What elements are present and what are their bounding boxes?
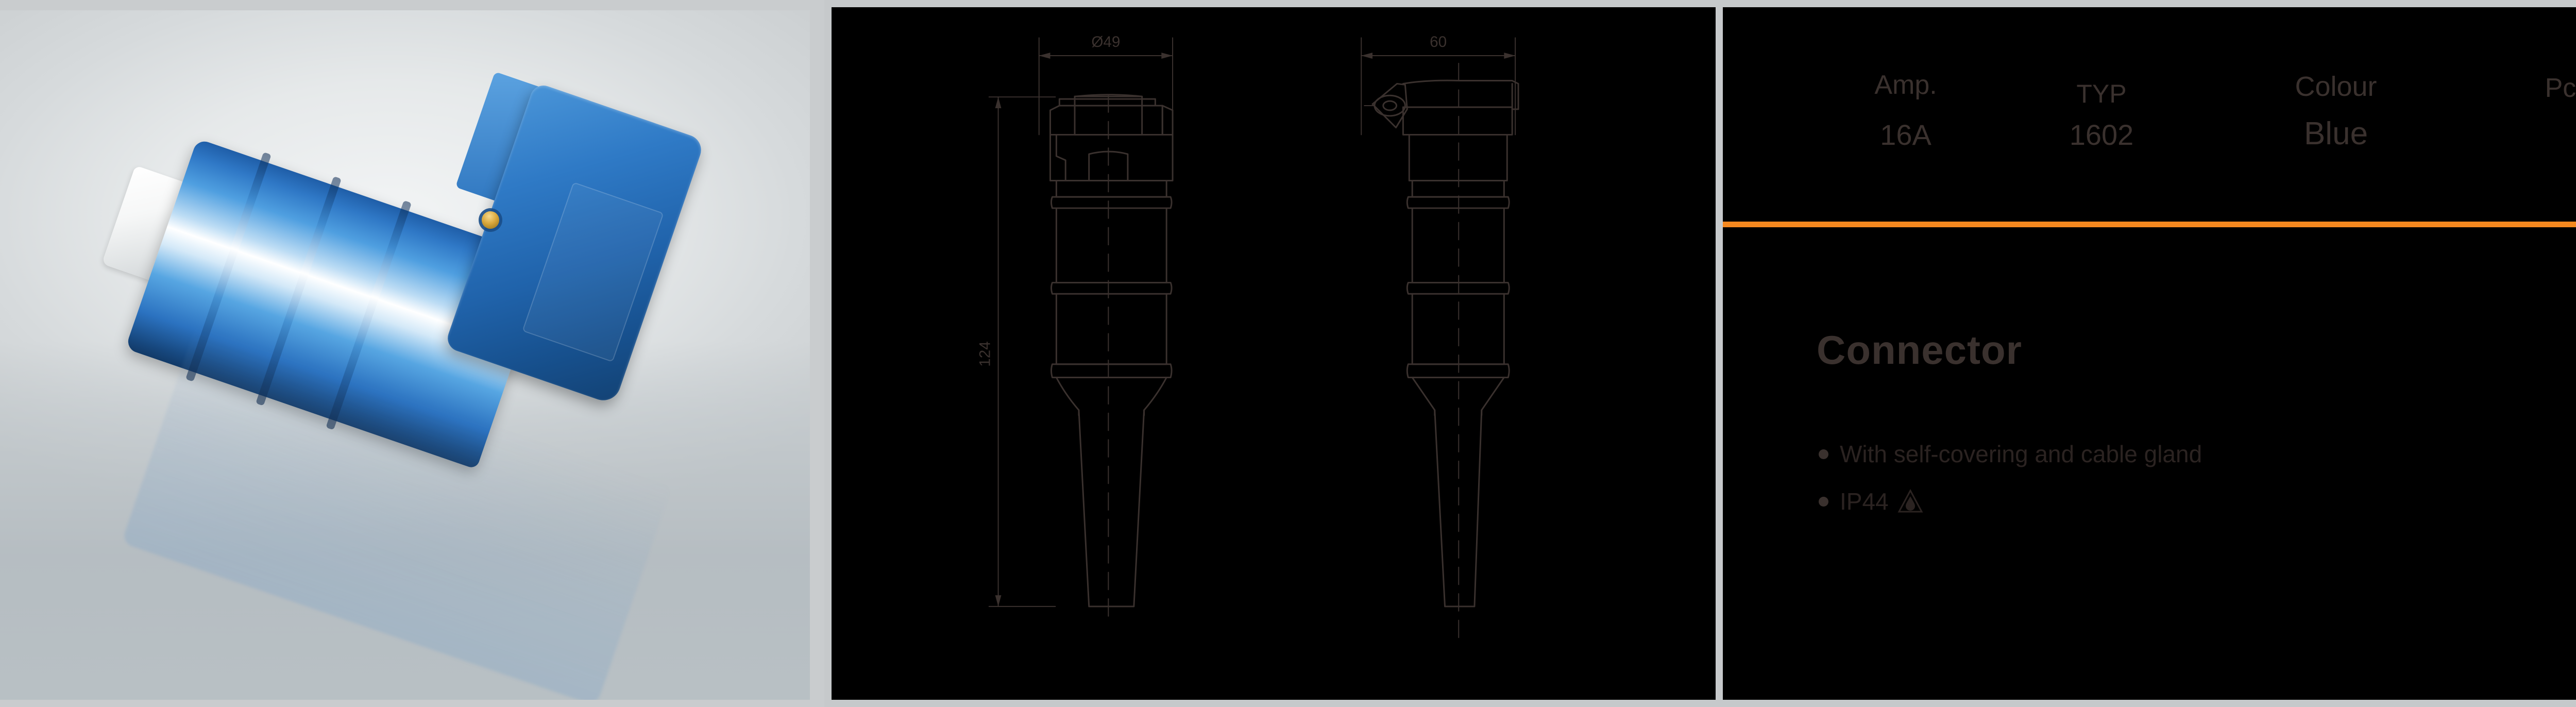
feature-text: With self-covering and cable gland bbox=[1840, 441, 2202, 467]
product-title: Connector bbox=[1817, 327, 2022, 373]
cell-pcs-package: 10 bbox=[2460, 120, 2576, 150]
side-view-drawing: 60 bbox=[1361, 33, 1519, 641]
product-photo-stage bbox=[0, 10, 810, 700]
width-dimension-label: 60 bbox=[1430, 33, 1447, 50]
height-dimension-label: 124 bbox=[977, 341, 994, 367]
diameter-dimension-label: Ø49 bbox=[1091, 33, 1120, 50]
accent-divider-line bbox=[1723, 222, 2576, 227]
column-header-typ: TYP bbox=[2076, 79, 2127, 109]
specification-panel: Amp. TYP Colour Pcs/packge Weight(g/pcs)… bbox=[1716, 0, 2576, 707]
cell-typ: 1602 bbox=[2069, 118, 2134, 151]
column-header-amp: Amp. bbox=[1874, 70, 1937, 100]
front-view-drawing: Ø49 124 bbox=[977, 33, 1174, 625]
feature-list-item: With self-covering and cable gland bbox=[1819, 440, 2202, 468]
product-photo-panel bbox=[0, 0, 824, 707]
feature-text: IP44 bbox=[1840, 488, 1889, 515]
bullet-point-icon bbox=[1819, 496, 1828, 507]
cell-colour: Blue bbox=[2303, 115, 2368, 152]
cell-amp: 16A bbox=[1880, 118, 1931, 151]
spec-table-header-row: Amp. TYP Colour Pcs/packge Weight(g/pcs) bbox=[1723, 70, 2576, 107]
technical-drawing-svg: Ø49 124 bbox=[977, 33, 1519, 641]
spec-table-row: 16A 1602 Blue 10 95 bbox=[1723, 117, 2576, 150]
feature-list-item: IP44 bbox=[1819, 487, 2202, 515]
bullet-point-icon bbox=[1819, 449, 1828, 459]
feature-list: With self-covering and cable gland IP44 bbox=[1819, 440, 2202, 535]
column-header-colour: Colour bbox=[2295, 71, 2377, 102]
water-drop-triangle-icon bbox=[1897, 488, 1924, 515]
column-header-pcs-package: Pcs/packge bbox=[2545, 73, 2576, 104]
technical-drawing-panel: Ø49 124 bbox=[824, 0, 1716, 707]
spec-table: Amp. TYP Colour Pcs/packge Weight(g/pcs)… bbox=[1723, 70, 2576, 227]
